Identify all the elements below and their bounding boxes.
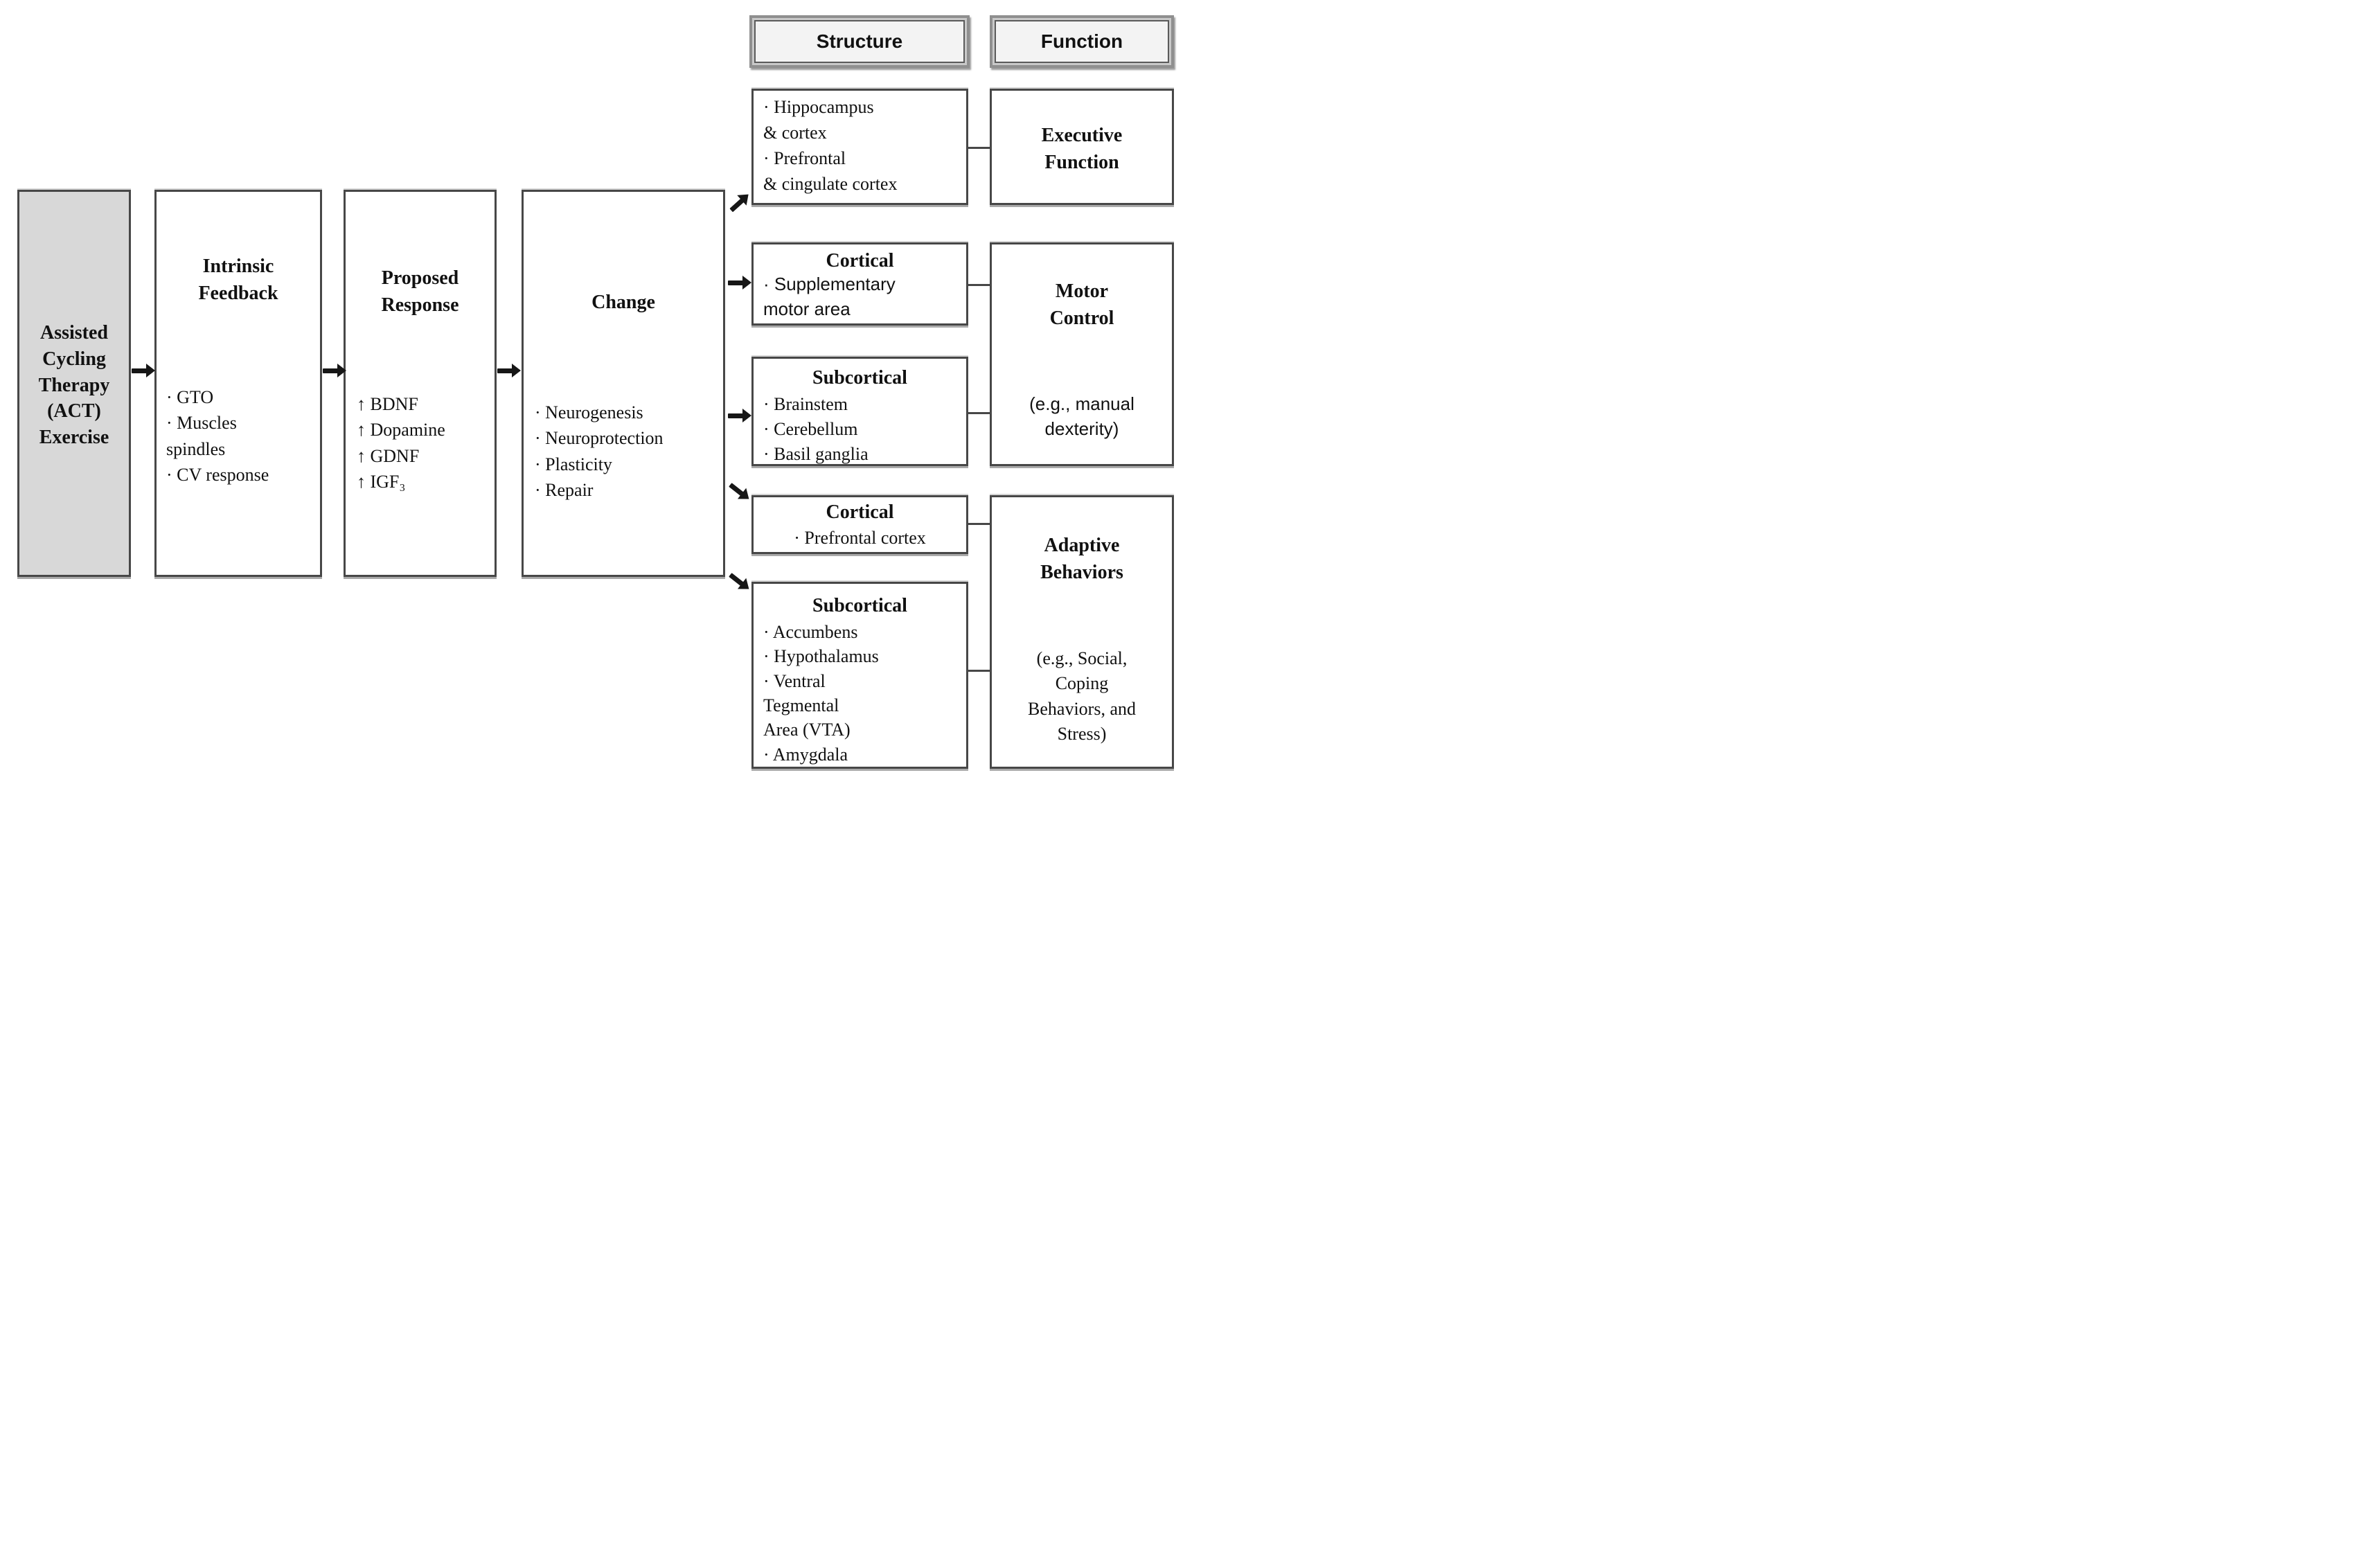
- structure-header-label: Structure: [754, 20, 965, 63]
- arrow-down-right-icon: [726, 479, 754, 505]
- arrow-right-icon: [728, 275, 751, 290]
- function-header: Function: [990, 15, 1174, 68]
- change-box: Change · Neurogenesis · Neuroprotection …: [522, 190, 725, 577]
- arrow-right-icon: [497, 363, 521, 378]
- function-box-adaptive-note: (e.g., Social, Coping Behaviors, and Str…: [1028, 648, 1136, 745]
- structure-box-subcortical-limbic-items: · Accumbens · Hypothalamus · Ventral Teg…: [763, 622, 879, 765]
- structure-box-subcortical-limbic: Subcortical · Accumbens · Hypothalamus ·…: [751, 582, 968, 769]
- act-flow-diagram: Structure Function Assisted Cycling Ther…: [0, 0, 1180, 784]
- function-box-adaptive-title: Adaptive Behaviors: [1040, 535, 1123, 584]
- change-items: · Neurogenesis · Neuroprotection · Plast…: [535, 402, 664, 501]
- connector-line: [967, 670, 991, 672]
- structure-box-cortical-sma-title: Cortical: [826, 250, 894, 271]
- structure-box-subcortical-motor-items: · Brainstem · Cerebellum · Basil ganglia: [763, 394, 869, 464]
- intrinsic-feedback-box: Intrinsic Feedback · GTO · Muscles spind…: [154, 190, 322, 577]
- act-exercise-label: Assisted Cycling Therapy (ACT) Exercise: [38, 322, 110, 449]
- structure-box-hippocampus: · Hippocampus & cortex · Prefrontal & ci…: [751, 89, 968, 205]
- function-box-adaptive: Adaptive Behaviors (e.g., Social, Coping…: [990, 495, 1174, 769]
- function-box-motor-note: (e.g., manual dexterity): [1029, 393, 1134, 440]
- structure-box-cortical-sma: Cortical · Supplementary motor area: [751, 242, 968, 326]
- change-title: Change: [591, 292, 655, 313]
- arrow-down-right-icon: [726, 569, 754, 595]
- function-box-executive: Executive Function: [990, 89, 1174, 205]
- intrinsic-feedback-items: · GTO · Muscles spindles · CV response: [166, 387, 269, 485]
- connector-line: [967, 412, 991, 414]
- function-box-motor-title: Motor Control: [1049, 280, 1114, 330]
- arrow-right-icon: [132, 363, 155, 378]
- act-exercise-box: Assisted Cycling Therapy (ACT) Exercise: [17, 190, 131, 577]
- structure-box-cortical-prefrontal: Cortical · Prefrontal cortex: [751, 495, 968, 554]
- proposed-response-title: Proposed Response: [381, 267, 459, 317]
- proposed-response-items: ↑ BDNF ↑ Dopamine ↑ GDNF ↑ IGF₃: [357, 394, 445, 492]
- connector-line: [967, 284, 991, 286]
- arrow-right-icon: [323, 363, 346, 378]
- arrow-right-icon: [728, 408, 751, 423]
- structure-box-hippocampus-items: · Hippocampus & cortex · Prefrontal & ci…: [763, 97, 898, 194]
- connector-line: [967, 147, 991, 149]
- connector-line: [967, 523, 991, 525]
- structure-box-subcortical-motor-title: Subcortical: [812, 367, 907, 389]
- structure-box-cortical-prefrontal-title: Cortical: [826, 501, 894, 523]
- function-box-motor: Motor Control (e.g., manual dexterity): [990, 242, 1174, 466]
- structure-box-cortical-prefrontal-items: · Prefrontal cortex: [794, 528, 926, 548]
- function-box-executive-title: Executive Function: [1041, 125, 1123, 174]
- function-header-label: Function: [995, 20, 1169, 63]
- intrinsic-feedback-title: Intrinsic Feedback: [198, 256, 278, 305]
- structure-box-subcortical-motor: Subcortical · Brainstem · Cerebellum · B…: [751, 357, 968, 466]
- proposed-response-box: Proposed Response ↑ BDNF ↑ Dopamine ↑ GD…: [344, 190, 497, 577]
- structure-box-subcortical-limbic-title: Subcortical: [812, 595, 907, 616]
- structure-header: Structure: [749, 15, 970, 68]
- arrow-up-right-icon: [726, 188, 754, 215]
- structure-box-cortical-sma-items: · Supplementary motor area: [763, 274, 896, 319]
